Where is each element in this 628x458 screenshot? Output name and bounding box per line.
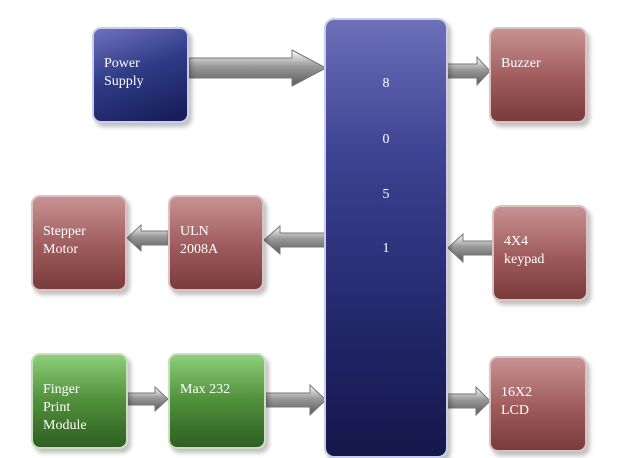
power-supply-block: Power Supply [92,27,189,123]
stepper-motor-label: Stepper Motor [43,224,86,257]
microcontroller-8051-block: 8 0 5 1 [324,18,448,458]
arrow-keypad-to-mcu [447,232,494,264]
keypad-block: 4X4 keypad [492,205,588,301]
power-supply-label: Power Supply [104,56,144,89]
arrow-mcu-to-uln [263,224,329,256]
arrow-power-to-mcu [188,49,328,87]
finger-print-module-block: Finger Print Module [31,353,128,449]
uln-driver-block: ULN 2008A [168,195,264,291]
mcu-char-0: 0 [382,132,390,147]
keypad-label: 4X4 keypad [504,234,545,267]
mcu-char-5: 5 [382,187,390,202]
arrow-finger-to-max232 [127,385,169,413]
mcu-char-1: 1 [382,241,390,256]
arrow-mcu-to-buzzer [446,55,491,87]
lcd-label: 16X2 LCD [501,385,533,418]
arrow-mcu-to-lcd [446,385,491,417]
buzzer-label: Buzzer [501,56,541,71]
lcd-block: 16X2 LCD [489,356,587,452]
max232-label: Max 232 [180,382,231,397]
stepper-motor-block: Stepper Motor [31,195,127,291]
max232-block: Max 232 [168,353,266,449]
arrow-max232-to-mcu [265,383,327,417]
buzzer-block: Buzzer [489,27,587,123]
uln-label: ULN 2008A [180,224,219,257]
arrow-uln-to-stepper [126,223,169,253]
mcu-char-8: 8 [382,76,390,91]
finger-print-label: Finger Print Module [43,382,87,433]
